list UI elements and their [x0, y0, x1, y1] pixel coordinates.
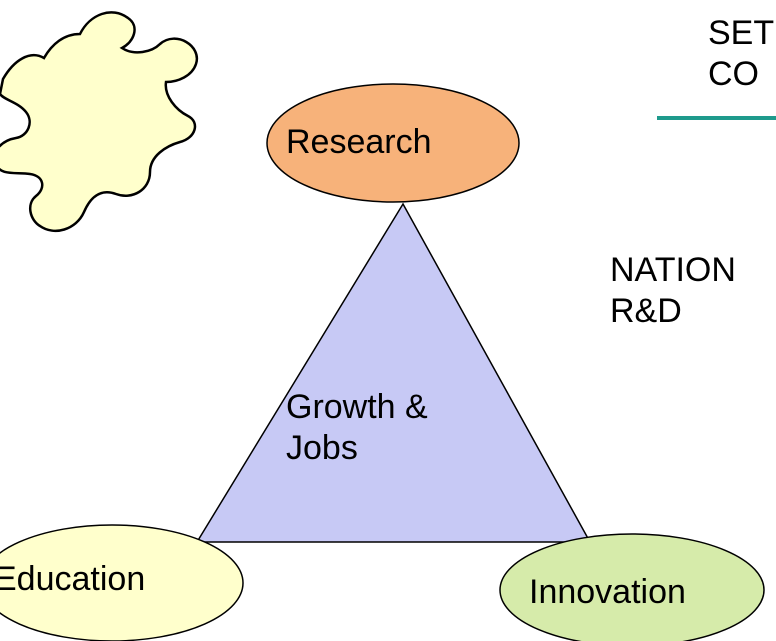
- top-right-text: SET CO: [708, 13, 774, 95]
- middle-right-line-2: R&D: [610, 292, 682, 330]
- top-right-line-1: SET: [708, 14, 775, 52]
- middle-right-text: NATION R&D: [610, 250, 736, 332]
- puzzle-piece-icon: [0, 11, 199, 232]
- research-label: Research: [286, 123, 432, 161]
- growth-triangle: [195, 202, 592, 543]
- innovation-label: Innovation: [529, 573, 686, 611]
- education-ellipse: [0, 524, 244, 641]
- research-ellipse: [266, 83, 520, 203]
- innovation-ellipse: [499, 533, 765, 641]
- growth-jobs-label: Growth & Jobs: [286, 387, 428, 469]
- middle-right-line-1: NATION: [610, 251, 736, 289]
- education-label: Education: [0, 560, 146, 598]
- jobs-line: Jobs: [286, 429, 358, 467]
- growth-line: Growth &: [286, 388, 428, 426]
- top-right-line-2: CO: [708, 55, 759, 93]
